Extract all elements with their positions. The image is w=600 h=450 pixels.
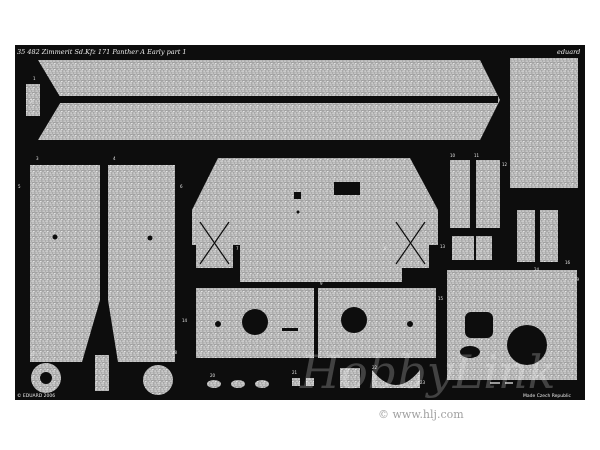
svg-text:11: 11 [474, 153, 480, 158]
watermark-brand: HobbyLink [300, 345, 556, 399]
long-side-plate [26, 60, 500, 140]
svg-text:15: 15 [438, 296, 444, 301]
fret-footer-right: Made Czech Republic [523, 393, 571, 399]
lower-hull-plates [196, 288, 436, 358]
svg-text:2: 2 [30, 99, 33, 104]
svg-text:12: 12 [502, 162, 508, 167]
svg-text:9: 9 [320, 281, 323, 286]
svg-text:13: 13 [440, 244, 446, 249]
svg-text:1: 1 [33, 76, 36, 81]
left-side-panels [30, 165, 175, 362]
fret-header-left: 35 482 Zimmerit Sd.Kfz 171 Panther A Ear… [17, 48, 187, 56]
svg-text:20: 20 [210, 373, 216, 378]
fret-footer-left: © EDUARD 2006 [17, 392, 55, 399]
svg-text:18: 18 [172, 350, 178, 355]
svg-text:24: 24 [534, 267, 540, 272]
rear-lower-plate [447, 270, 577, 384]
corner-plates [196, 218, 429, 268]
rear-plate-right [510, 58, 578, 188]
small-strips [450, 160, 558, 262]
watermark-url: © www.hlj.com [378, 408, 464, 421]
fret-header-right: eduard [557, 48, 580, 56]
svg-text:19: 19 [574, 277, 580, 282]
svg-text:8: 8 [384, 246, 387, 251]
part-number-labels: 1 2 3 4 5 6 7 8 9 10 11 12 13 14 15 16 1… [18, 76, 580, 385]
svg-text:23: 23 [420, 380, 426, 385]
svg-text:21: 21 [292, 370, 298, 375]
svg-text:14: 14 [182, 318, 188, 323]
svg-text:7: 7 [236, 246, 239, 251]
svg-text:6: 6 [180, 184, 183, 189]
svg-text:17: 17 [30, 352, 36, 357]
small-round-parts [31, 355, 420, 395]
svg-text:16: 16 [565, 260, 571, 265]
svg-text:3: 3 [36, 156, 39, 161]
svg-text:10: 10 [450, 153, 456, 158]
svg-text:22: 22 [372, 365, 378, 370]
central-hull-plate [192, 158, 438, 282]
svg-text:5: 5 [18, 184, 21, 189]
svg-text:4: 4 [113, 156, 116, 161]
